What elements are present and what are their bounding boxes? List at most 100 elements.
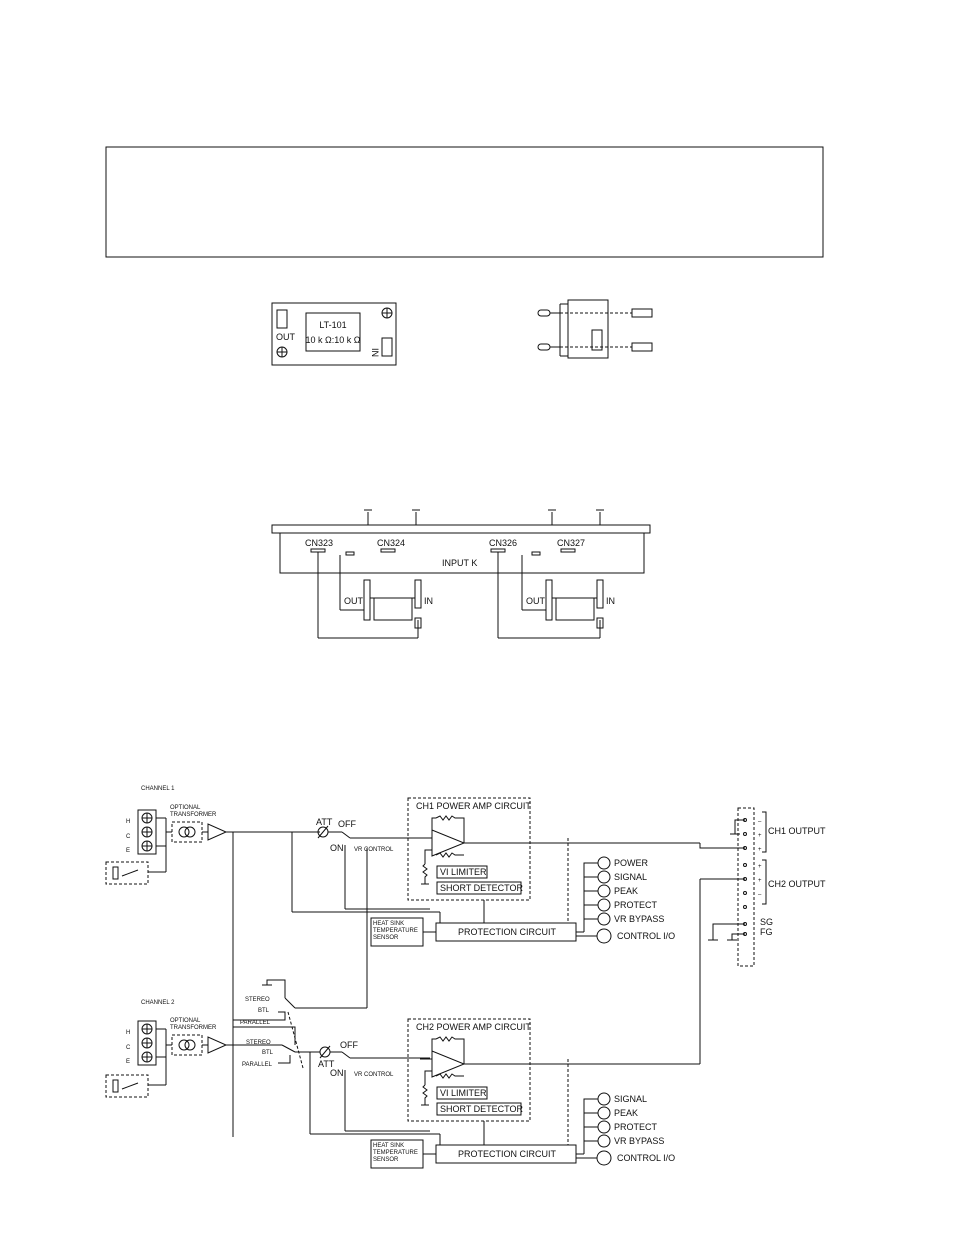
xlr-jack-2 xyxy=(137,1020,157,1066)
sg-label: SG xyxy=(760,917,773,927)
board-in-label: IN xyxy=(606,596,615,606)
stereo-label-1: STEREO xyxy=(245,997,270,1003)
board-out-label: OUT xyxy=(344,596,364,606)
parallel-label-2: PARALLEL xyxy=(242,1062,273,1068)
e-label-2: E xyxy=(126,1059,130,1065)
parallel-label-1: PARALLEL xyxy=(240,1020,271,1026)
btl-label-2: BTL xyxy=(262,1050,274,1056)
led-icon xyxy=(597,1134,611,1148)
ch1-amp-label: CH1 POWER AMP CIRCUIT xyxy=(416,801,531,811)
channel1-label: CHANNEL 1 xyxy=(141,786,175,792)
protection-label-2: PROTECTION CIRCUIT xyxy=(458,1149,557,1159)
short-detector-label-2: SHORT DETECTOR xyxy=(440,1104,524,1114)
off-label-2: OFF xyxy=(340,1040,358,1050)
board-in-label: IN xyxy=(424,596,433,606)
heat-sink-sensor-2 xyxy=(370,1139,424,1169)
led-icon xyxy=(597,870,611,884)
power-amp-triangle-2 xyxy=(431,1050,466,1078)
power-amp-triangle xyxy=(431,829,466,857)
c-label-2: C xyxy=(126,1045,131,1051)
phone-jack xyxy=(105,861,149,885)
c-label: C xyxy=(126,834,131,840)
led-label: VR BYPASS xyxy=(614,914,664,924)
control-io-connector-icon-2 xyxy=(596,1150,612,1166)
led-icon xyxy=(597,912,611,926)
svg-text:–: – xyxy=(758,819,762,825)
ch1-led-group: POWER SIGNAL PEAK PROTECT VR BYPASS CONT… xyxy=(576,856,675,944)
svg-text:+: + xyxy=(758,833,762,839)
ch1-output-label: CH1 OUTPUT xyxy=(768,826,826,836)
led-label: PEAK xyxy=(614,886,638,896)
short-detector-label: SHORT DETECTOR xyxy=(440,883,524,893)
output-terminal-block xyxy=(737,807,755,967)
led-icon xyxy=(597,1106,611,1120)
att-label: ATT xyxy=(316,817,333,827)
svg-text:–: – xyxy=(758,892,762,898)
connector-label: CN324 xyxy=(377,538,405,548)
h-label: H xyxy=(126,819,130,825)
in-connector xyxy=(381,337,393,357)
vi-limiter-label: VI LIMITER xyxy=(440,867,487,877)
vr-control-label: VR CONTROL xyxy=(354,847,394,853)
svg-text:+: + xyxy=(758,878,762,884)
on-label: ON xyxy=(330,843,344,853)
amp-triangle-2 xyxy=(207,1036,228,1054)
led-label: SIGNAL xyxy=(614,872,647,882)
btl-label-1: BTL xyxy=(258,1008,270,1014)
ch2-led-group: SIGNAL PEAK PROTECT VR BYPASS CONTROL I/… xyxy=(576,1092,675,1166)
lt101-module-front: OUT LT-101 10 k Ω:10 k Ω IN xyxy=(271,302,397,366)
h-label-2: H xyxy=(126,1030,130,1036)
led-icon xyxy=(597,856,611,870)
fg-label: FG xyxy=(760,927,773,937)
led-icon xyxy=(597,898,611,912)
module-ratio: 10 k Ω:10 k Ω xyxy=(306,335,361,345)
connector-label: CN327 xyxy=(557,538,585,548)
vi-limiter-label-2: VI LIMITER xyxy=(440,1088,487,1098)
control-io-connector-icon xyxy=(596,928,612,944)
stereo-label-2: STEREO xyxy=(246,1040,271,1046)
led-label: SIGNAL xyxy=(614,1094,647,1104)
out-connector xyxy=(276,309,288,329)
led-label: POWER xyxy=(614,858,649,868)
ch2-output-label: CH2 OUTPUT xyxy=(768,879,826,889)
vi-limiter-box-2 xyxy=(436,1086,488,1100)
module-in-label: IN xyxy=(370,348,380,357)
board-label: INPUT K xyxy=(442,558,477,568)
connector-label: CN326 xyxy=(489,538,517,548)
channel2-label: CHANNEL 2 xyxy=(141,1000,175,1006)
ch2-amp-label: CH2 POWER AMP CIRCUIT xyxy=(416,1022,531,1032)
transformer-icon-2 xyxy=(171,1034,203,1056)
on-label-2: ON xyxy=(330,1068,344,1078)
att-label-2: ATT xyxy=(318,1059,335,1069)
xlr-jack xyxy=(137,809,157,855)
ch2-amp-block xyxy=(407,1018,531,1122)
led-label: PEAK xyxy=(614,1108,638,1118)
svg-text:+: + xyxy=(758,864,762,870)
led-label: VR BYPASS xyxy=(614,1136,664,1146)
control-io-label-2: CONTROL I/O xyxy=(617,1153,675,1163)
vr-control-label-2: VR CONTROL xyxy=(354,1072,394,1078)
connector-label: CN323 xyxy=(305,538,333,548)
short-detector-box-2 xyxy=(436,1102,522,1116)
ch1-amp-block xyxy=(407,797,531,901)
note-box xyxy=(105,146,824,258)
svg-text:+: + xyxy=(758,847,762,853)
module-title: LT-101 xyxy=(319,320,346,330)
lt101-module-side xyxy=(537,299,653,359)
led-label: PROTECT xyxy=(614,900,658,910)
board-out-label: OUT xyxy=(526,596,546,606)
off-label: OFF xyxy=(338,819,356,829)
protection-label-1: PROTECTION CIRCUIT xyxy=(458,927,557,937)
module-out-label: OUT xyxy=(276,332,296,342)
led-icon xyxy=(597,1092,611,1106)
led-icon xyxy=(597,884,611,898)
transformer-icon xyxy=(171,821,203,843)
led-icon xyxy=(597,1120,611,1134)
amp-triangle xyxy=(207,823,228,841)
e-label: E xyxy=(126,848,130,854)
